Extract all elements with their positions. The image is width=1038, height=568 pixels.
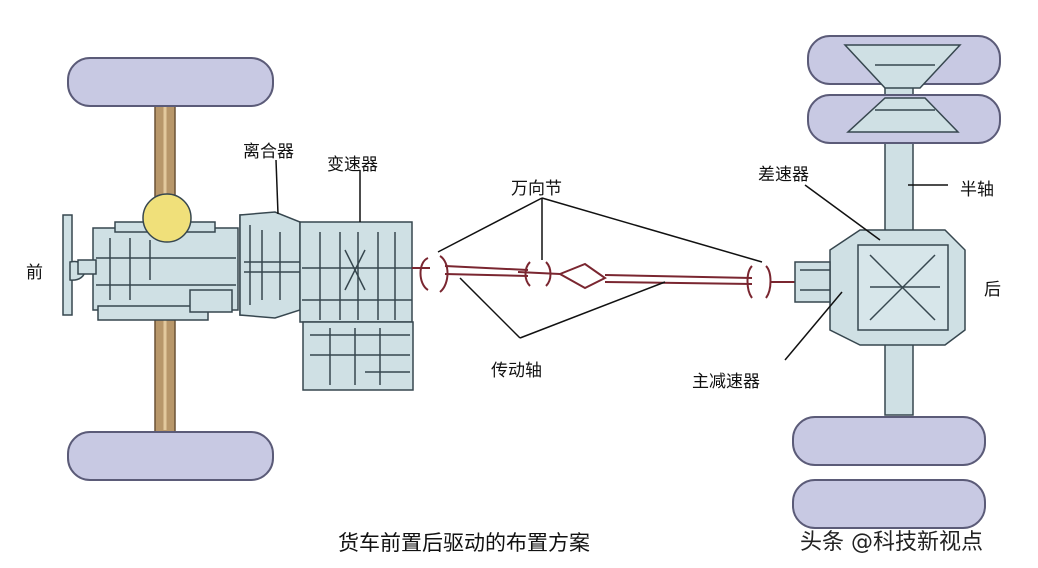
- label-front: 前: [26, 263, 43, 283]
- label-clutch: 离合器: [243, 142, 294, 162]
- watermark: 头条 @科技新视点: [800, 530, 983, 555]
- label-drive-shaft: 传动轴: [491, 361, 542, 381]
- rear-wheels: [792, 35, 1001, 529]
- engine-flywheel: [142, 193, 192, 243]
- rear-right-inner-wheel: [792, 416, 986, 466]
- label-rear: 后: [984, 280, 1001, 300]
- front-left-wheel: [67, 57, 274, 107]
- diagram-caption: 货车前置后驱动的布置方案: [338, 531, 590, 555]
- label-gearbox: 变速器: [327, 155, 378, 175]
- front-right-wheel: [67, 431, 274, 481]
- label-half-shaft: 半轴: [960, 180, 994, 200]
- gearbox: [299, 221, 425, 391]
- leader-lines: [275, 159, 948, 361]
- label-differential: 差速器: [758, 165, 809, 185]
- clutch: [239, 211, 301, 319]
- label-main-reducer: 主减速器: [692, 372, 760, 392]
- rear-right-outer-wheel: [792, 479, 986, 529]
- label-universal-joint: 万向节: [511, 179, 562, 199]
- drive-shaft: [412, 255, 795, 299]
